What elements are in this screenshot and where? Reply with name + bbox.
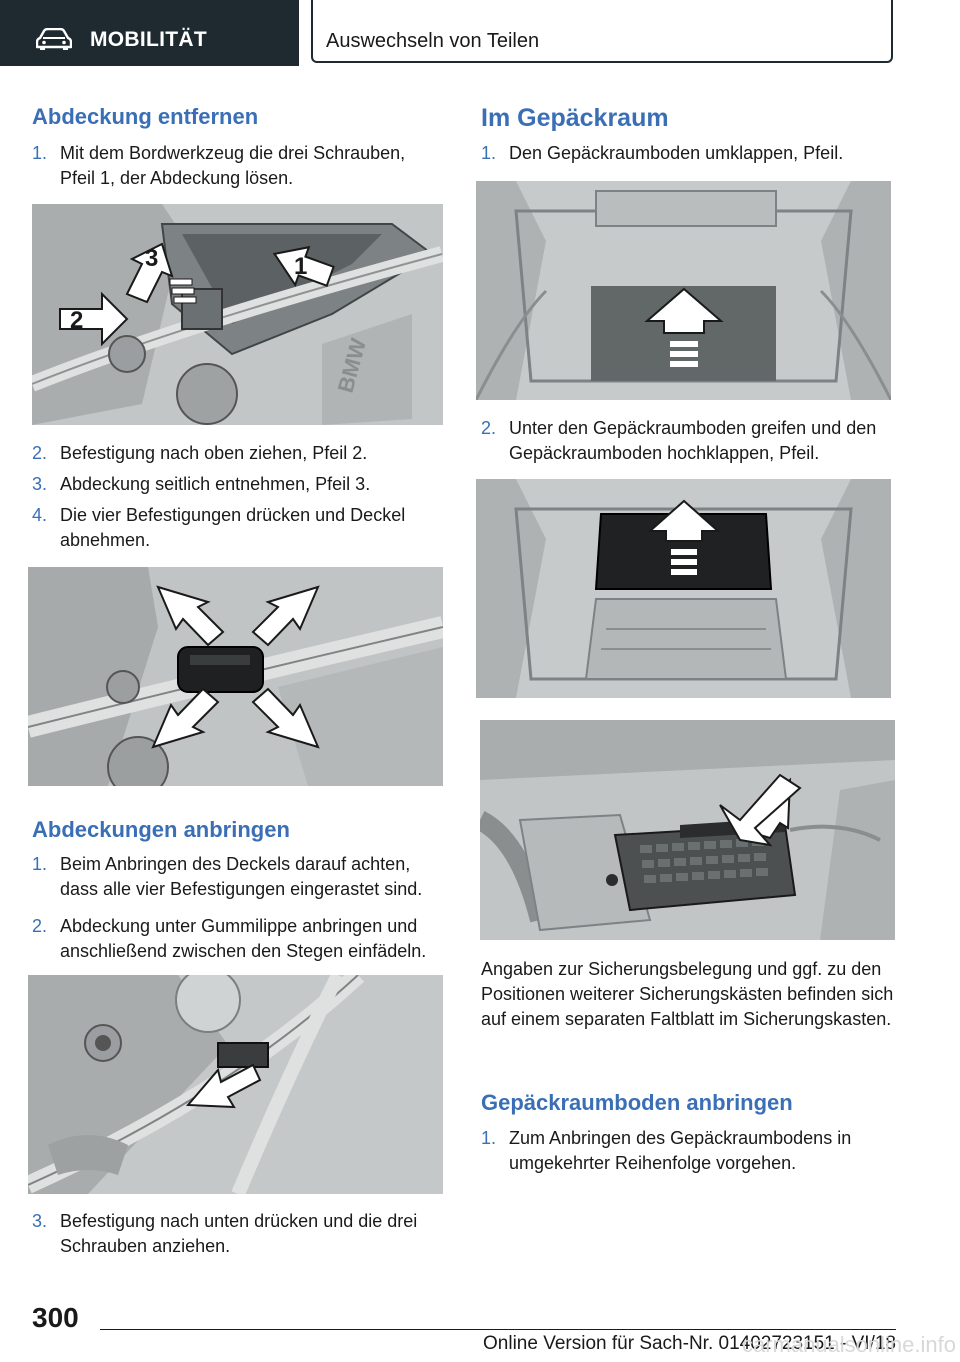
section-label: MOBILITÄT — [90, 28, 208, 51]
step-number: 4. — [32, 505, 48, 525]
arrow-label-3: 3 — [145, 245, 158, 272]
step-text: Mit dem Bordwerkzeug die drei Schrauben,… — [60, 143, 406, 188]
figure-cover-removal: BMW 1 2 3 — [32, 204, 443, 425]
step-text: Unter den Gepäckraumboden greifen und de… — [509, 418, 877, 463]
figure-rubber-lip — [28, 975, 443, 1194]
figure-trunk-floor-lift — [476, 479, 891, 698]
step-number: 1. — [481, 143, 497, 163]
step-number: 2. — [481, 418, 497, 438]
figure-trunk-floor-fold — [476, 181, 891, 400]
step-number: 2. — [32, 443, 48, 463]
step-left1-3: 3. Abdeckung seitlich entnehmen, Pfeil 3… — [32, 472, 442, 497]
heading-gepaeckraumboden-anbringen: Gepäckraumboden anbringen — [481, 1090, 793, 1115]
car-icon — [36, 28, 72, 50]
step-text: Abdeckung seitlich entnehmen, Pfeil 3. — [60, 474, 371, 494]
step-text: Abdeckung unter Gummilippe anbringen und… — [60, 916, 427, 961]
step-number: 3. — [32, 474, 48, 494]
step-text: Beim Anbringen des Deckels darauf achten… — [60, 854, 423, 899]
step-text: Befestigung nach unten drücken und die d… — [60, 1211, 418, 1256]
step-text: Zum Anbringen des Gepäckraumbodens in um… — [509, 1128, 852, 1173]
figure-four-fasteners — [28, 567, 443, 786]
step-left2-3: 3. Befestigung nach unten drücken und di… — [32, 1209, 452, 1259]
step-number: 2. — [32, 916, 48, 936]
heading-abdeckungen-anbringen: Abdeckungen anbringen — [32, 817, 290, 842]
step-left1-2: 2. Befestigung nach oben ziehen, Pfeil 2… — [32, 441, 442, 466]
step-left2-2: 2. Abdeckung unter Gummilippe anbringen … — [32, 914, 452, 964]
step-right1-1: 1. Den Gepäckraumboden umklappen, Pfeil. — [481, 141, 901, 166]
step-left1-1: 1. Mit dem Bordwerkzeug die drei Schraub… — [32, 141, 442, 191]
watermark: carmanualsonline.info — [741, 1332, 956, 1357]
step-text: Befestigung nach oben ziehen, Pfeil 2. — [60, 443, 368, 463]
step-right1-2: 2. Unter den Gepäckraumboden greifen und… — [481, 416, 901, 466]
page-number: 300 — [32, 1302, 79, 1333]
figure-fuse-box — [480, 720, 895, 940]
step-left1-4: 4. Die vier Befestigungen drücken und De… — [32, 503, 442, 553]
step-right2-1: 1. Zum Anbringen des Gepäckraumbodens in… — [481, 1126, 901, 1176]
step-number: 1. — [481, 1128, 497, 1148]
step-number: 1. — [32, 854, 48, 874]
step-text: Die vier Befestigungen drücken und Decke… — [60, 505, 406, 550]
chapter-title: Auswechseln von Teilen — [326, 30, 540, 52]
heading-im-gepaeckraum: Im Gepäckraum — [481, 104, 669, 132]
step-left2-1: 1. Beim Anbringen des Deckels darauf ach… — [32, 852, 452, 902]
step-number: 3. — [32, 1211, 48, 1231]
info-fuse-assignment: Angaben zur Sicherungsbelegung und ggf. … — [481, 959, 894, 1029]
step-number: 1. — [32, 143, 48, 163]
heading-abdeckung-entfernen: Abdeckung entfernen — [32, 104, 259, 129]
arrow-label-1: 1 — [294, 253, 307, 280]
footer-divider — [100, 1329, 896, 1330]
footer-online-version: Online Version für Sach-Nr. 01402723151 … — [483, 1333, 896, 1354]
arrow-label-2: 2 — [70, 307, 83, 334]
chapter-frame — [311, 0, 893, 63]
step-text: Den Gepäckraumboden umklappen, Pfeil. — [509, 143, 844, 163]
header-section-tab: MOBILITÄT — [0, 0, 299, 66]
